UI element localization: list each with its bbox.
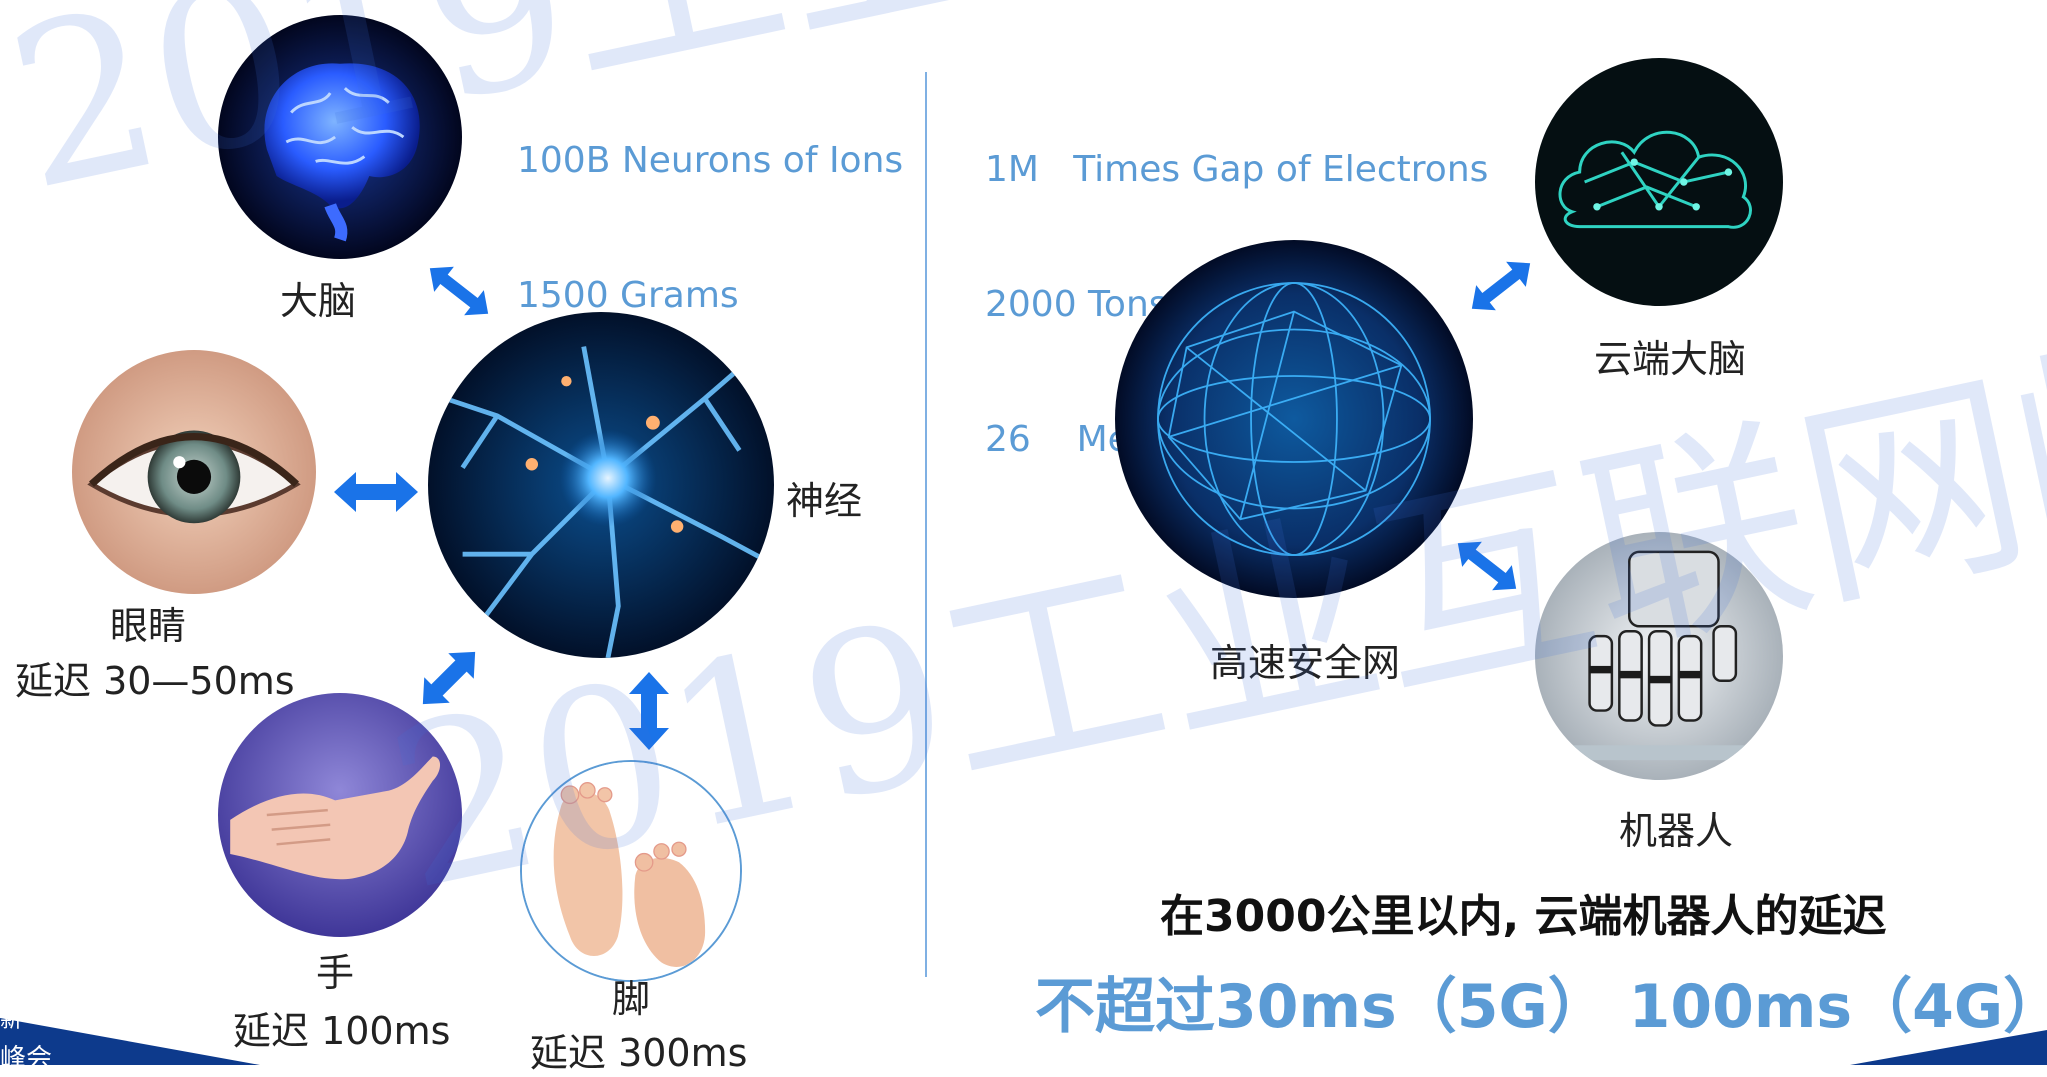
- hand-delay-label: 延迟 100ms: [233, 1009, 451, 1053]
- latency-values-caption: 不超过30ms（5G） 100ms（4G）: [1035, 972, 2047, 1042]
- footer-fragment-1: 新: [0, 1008, 23, 1033]
- cloud-brain-image: [1535, 58, 1783, 306]
- robot-label: 机器人: [1619, 809, 1734, 853]
- eye-nerve-arrow-icon: [334, 472, 418, 512]
- bottom-decoration: [0, 1018, 2047, 1065]
- center-divider: [925, 72, 927, 977]
- eye-image: [72, 350, 316, 594]
- brain-label: 大脑: [280, 279, 357, 323]
- cloud-stat-gap: 1M Times Gap of Electrons: [985, 149, 1489, 190]
- neuron-image: [428, 312, 774, 658]
- foot-image: [520, 760, 742, 982]
- robot-hand-image: [1535, 532, 1783, 780]
- footer-fragment-2: 峰会: [0, 1044, 53, 1074]
- foot-label: 脚: [612, 977, 651, 1021]
- network-robot-arrow-icon: [1457, 541, 1517, 591]
- network-sphere-image: [1115, 240, 1473, 598]
- cloud-brain-label: 云端大脑: [1594, 337, 1747, 381]
- network-label: 高速安全网: [1210, 641, 1401, 685]
- eye-label: 眼睛: [110, 604, 187, 648]
- eye-delay-label: 延迟 30—50ms: [15, 659, 295, 703]
- foot-nerve-arrow-icon: [629, 672, 669, 750]
- hand-image: [218, 693, 462, 937]
- network-cloud-arrow-icon: [1471, 261, 1531, 311]
- nerve-label: 神经: [786, 479, 863, 523]
- brain-stat-neurons: 100B Neurons of Ions: [517, 140, 904, 181]
- brain-stat-weight: 1500 Grams: [517, 275, 739, 316]
- latency-caption: 在3000公里以内, 云端机器人的延迟: [1160, 891, 1887, 942]
- brain-image: [218, 15, 462, 259]
- hand-nerve-arrow-icon: [422, 651, 476, 705]
- brain-nerve-arrow-icon: [429, 266, 489, 316]
- hand-label: 手: [316, 951, 355, 995]
